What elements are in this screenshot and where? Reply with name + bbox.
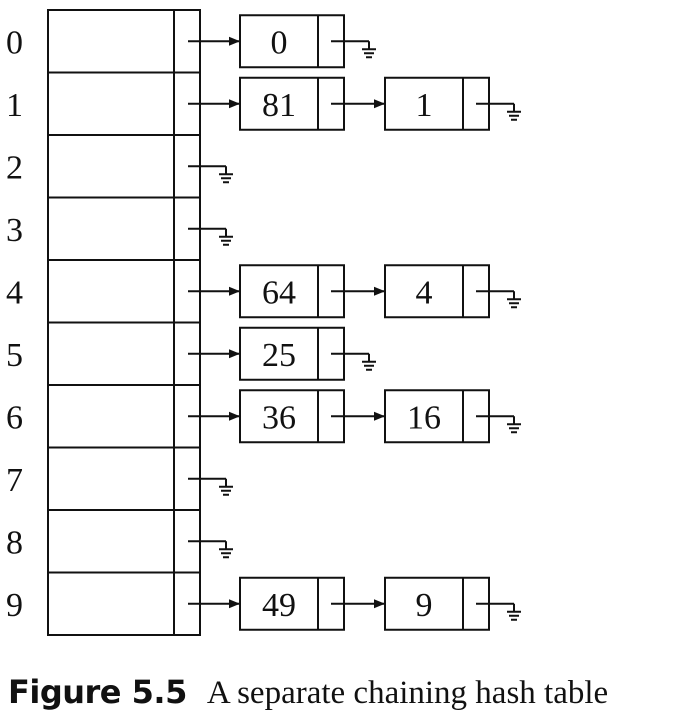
slot-index-1: 1 (6, 87, 23, 124)
slot-index-3: 3 (6, 212, 23, 249)
caption-text: A separate chaining hash table (206, 675, 609, 711)
table-cell-9 (47, 571, 201, 636)
list-node-value-6-1: 16 (407, 399, 441, 436)
slot-index-4: 4 (6, 274, 23, 311)
list-node-value-1-1: 1 (416, 87, 433, 124)
list-node-value-0-0: 0 (271, 24, 288, 61)
pointer-arrowhead-4-0 (229, 286, 240, 296)
list-node-9-1 (384, 576, 490, 631)
list-node-value-4-0: 64 (262, 274, 296, 311)
pointer-arrowhead-6-0 (229, 411, 240, 421)
next-arrowhead-1-0 (374, 99, 385, 109)
table-cell-8 (47, 509, 201, 574)
list-node-4-1 (384, 264, 490, 319)
pointer-arrowhead-5-0 (229, 349, 240, 359)
table-cell-3 (47, 196, 201, 261)
table-cell-7 (47, 446, 201, 511)
list-node-value-9-0: 49 (262, 587, 296, 624)
list-node-0-0 (239, 14, 345, 69)
pointer-arrowhead-9-0 (229, 599, 240, 609)
slot-index-0: 0 (6, 24, 23, 61)
table-cell-0 (47, 9, 201, 74)
slot-index-2: 2 (6, 149, 23, 186)
list-node-value-4-1: 4 (416, 274, 433, 311)
slot-index-7: 7 (6, 462, 23, 499)
list-node-value-1-0: 81 (262, 87, 296, 124)
pointer-arrowhead-1-0 (229, 99, 240, 109)
slot-index-8: 8 (6, 524, 23, 561)
list-node-value-6-0: 36 (262, 399, 296, 436)
list-node-value-9-1: 9 (416, 587, 433, 624)
list-node-1-1 (384, 76, 490, 131)
next-arrowhead-9-0 (374, 599, 385, 609)
slot-index-6: 6 (6, 399, 23, 436)
table-cell-4 (47, 259, 201, 324)
pointer-arrowhead-0-0 (229, 36, 240, 46)
table-cell-6 (47, 384, 201, 449)
next-arrowhead-4-0 (374, 286, 385, 296)
next-arrowhead-6-0 (374, 411, 385, 421)
table-cell-1 (47, 71, 201, 136)
list-node-value-5-0: 25 (262, 337, 296, 374)
caption-label: Figure 5.5 (8, 673, 187, 711)
slot-index-9: 9 (6, 587, 23, 624)
table-cell-2 (47, 134, 201, 199)
table-cell-5 (47, 321, 201, 386)
figure-caption: Figure 5.5 A separate chaining hash table (8, 668, 680, 716)
slot-index-5: 5 (6, 337, 23, 374)
